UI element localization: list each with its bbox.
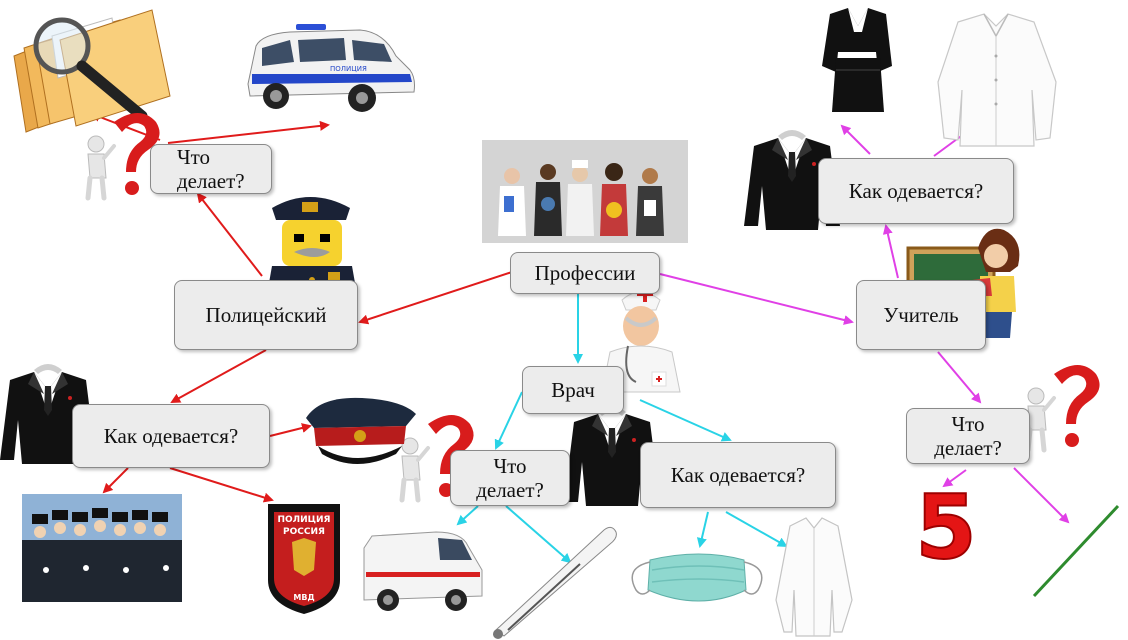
node-police-what-does-label: Что делает? xyxy=(177,145,245,193)
node-doctor-how-dresses: Как одевается? xyxy=(640,442,836,508)
arrow-whatdoes-thermometer xyxy=(505,505,572,564)
arrows xyxy=(90,112,1070,564)
node-teacher-how-dresses: Как одевается? xyxy=(818,158,1014,224)
thermometer-icon xyxy=(493,526,617,639)
arrow-howdresses-mask xyxy=(696,511,709,548)
arrow-whatdoes-grade xyxy=(942,469,967,488)
node-police-what-does: Что делает? xyxy=(150,144,272,194)
arrow-teacher-whatdoes xyxy=(937,351,982,404)
node-teacher-what-does-label: Что делает? xyxy=(934,412,1002,460)
node-professions: Профессии xyxy=(510,252,660,294)
node-doctor-what-does-label: Что делает? xyxy=(476,454,544,502)
white-shirt-icon xyxy=(937,13,1057,147)
node-doctor-how-dresses-label: Как одевается? xyxy=(670,463,806,487)
arrow-whatdoes-ambulance xyxy=(456,505,479,526)
women-professions-photo xyxy=(482,140,688,243)
police-car-icon: ПОЛИЦИЯ xyxy=(247,24,415,112)
arrow-doctor-howdresses xyxy=(639,399,732,442)
police-cap-icon xyxy=(306,397,416,464)
arrow-professions-teacher xyxy=(659,273,854,325)
police-emblem-mid-text: РОССИЯ xyxy=(283,527,325,537)
skirt-suit-icon xyxy=(822,8,892,112)
police-emblem-top-text: ПОЛИЦИЯ xyxy=(277,515,330,525)
arrow-whatdoes-pointer xyxy=(1013,467,1070,524)
police-emblem-bottom-text: МВД xyxy=(293,593,314,602)
arrow-police-howdresses xyxy=(170,349,267,403)
police-parade-photo xyxy=(22,494,182,602)
node-professions-label: Профессии xyxy=(534,261,636,285)
police-car-text: ПОЛИЦИЯ xyxy=(330,65,367,73)
pointer-stick-icon xyxy=(1032,504,1120,598)
node-police: Полицейский xyxy=(174,280,358,350)
grade-five-text: 5 xyxy=(915,476,976,579)
node-doctor-label: Врач xyxy=(551,378,595,402)
node-police-how-dresses-label: Как одевается? xyxy=(103,424,239,448)
question-figure-icon xyxy=(88,113,160,198)
arrow-whatdoes-car xyxy=(167,120,330,144)
node-police-label: Полицейский xyxy=(205,303,327,327)
arrow-doctor-whatdoes xyxy=(494,391,523,450)
arrow-professions-police xyxy=(358,271,513,325)
arrow-teacher-howdresses xyxy=(882,224,899,279)
node-doctor: Врач xyxy=(522,366,624,414)
node-teacher-what-does: Что делает? xyxy=(906,408,1030,464)
arrow-howdresses-emblem xyxy=(169,467,274,503)
arrow-police-whatdoes xyxy=(196,192,263,277)
arrow-howdresses-coat xyxy=(725,511,788,547)
node-teacher-how-dresses-label: Как одевается? xyxy=(848,179,984,203)
white-coat-icon xyxy=(775,517,853,637)
question-figure-icon xyxy=(1028,365,1100,450)
arrow-howdresses-cap xyxy=(269,423,312,437)
node-police-how-dresses: Как одевается? xyxy=(72,404,270,468)
node-teacher: Учитель xyxy=(856,280,986,350)
node-teacher-label: Учитель xyxy=(883,303,959,327)
ambulance-icon xyxy=(363,531,483,611)
grade-five-icon: 5 xyxy=(914,475,977,580)
police-emblem-icon: ПОЛИЦИЯ РОССИЯ МВД xyxy=(268,504,340,614)
medical-mask-icon xyxy=(631,553,763,602)
arrow-howdresses-skirtsuit xyxy=(840,124,871,155)
node-doctor-what-does: Что делает? xyxy=(450,450,570,506)
folder-magnifier-icon xyxy=(13,9,171,133)
arrow-howdresses-parade xyxy=(102,467,129,494)
